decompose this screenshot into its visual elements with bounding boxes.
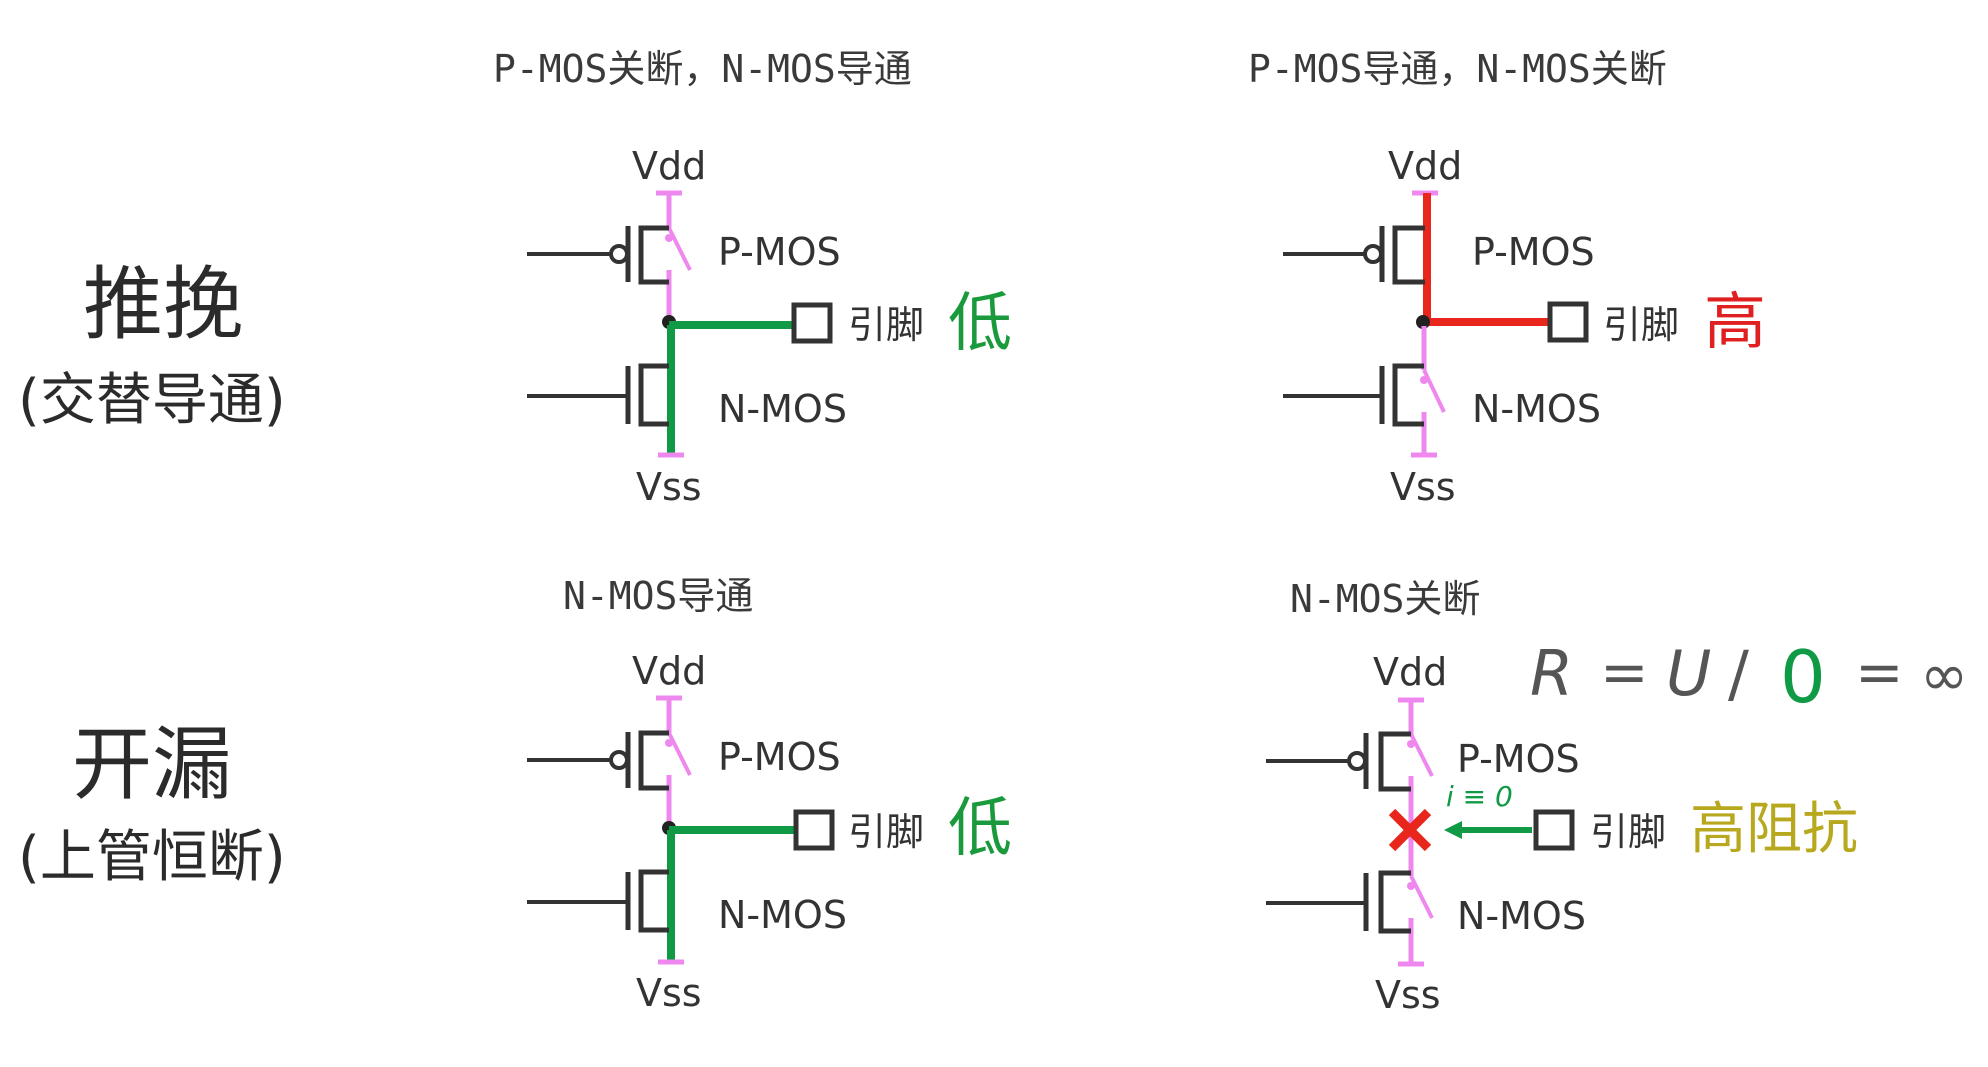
panel3-nmos-label: N-MOS (718, 893, 847, 937)
formula-inf: ∞ (1920, 641, 1968, 709)
panel2-vss-label: Vss (1390, 465, 1456, 509)
panel4-pmos-label: P-MOS (1457, 737, 1580, 781)
panel2-nmos-label: N-MOS (1472, 387, 1601, 431)
panel4-vdd-label: Vdd (1373, 650, 1447, 694)
panel1-caption: P-MOS关断，N-MOS导通 (493, 47, 912, 91)
panel1-circuit: Vdd P-MOS (527, 144, 1012, 509)
panel1-pmos-label: P-MOS (718, 230, 841, 274)
formula-r: R (1530, 637, 1573, 710)
panel2-pmos-label: P-MOS (1472, 230, 1595, 274)
panel4-break-icon (1388, 808, 1432, 852)
mode-title-opendrain: 开漏 (72, 718, 232, 811)
panel3-vss-label: Vss (636, 971, 702, 1015)
panel3-vdd-label: Vdd (632, 649, 706, 693)
panel2-caption: P-MOS导通，N-MOS关断 (1248, 47, 1667, 91)
panel1-vss-label: Vss (636, 465, 702, 509)
panel3-pin-label: 引脚 (848, 810, 924, 854)
panel4-nmos-label: N-MOS (1457, 894, 1586, 938)
mode-title-pushpull: 推挽 (83, 258, 243, 351)
formula-u: U (1666, 637, 1711, 710)
panel1-nmos-label: N-MOS (718, 387, 847, 431)
panel3-pmos-label: P-MOS (718, 735, 841, 779)
panel1-vdd-label: Vdd (632, 144, 706, 188)
formula-zero: 0 (1780, 635, 1826, 719)
panel2-state-label: 高 (1704, 285, 1766, 358)
panel3-caption: N-MOS导通 (563, 574, 754, 618)
panel4-circuit: Vdd P-MOS N-MOS Vss (1266, 650, 1858, 1017)
panel2-vdd-label: Vdd (1388, 144, 1462, 188)
formula-eq1: = (1600, 638, 1649, 706)
panel4-state-label: 高阻抗 (1690, 797, 1858, 862)
formula-slash: / (1728, 637, 1749, 710)
panel1-pin-label: 引脚 (848, 303, 924, 347)
formula: R = U / 0 = ∞ (1530, 635, 1968, 719)
panel4-vss-label: Vss (1375, 973, 1441, 1017)
formula-eq2: = (1855, 638, 1904, 706)
panel4-current-label: i ≡ 0 (1446, 780, 1513, 813)
panel4-caption: N-MOS关断 (1290, 577, 1481, 621)
mode-subtitle-opendrain: (上管恒断) (18, 825, 286, 890)
panel3-circuit: Vdd P-MOS N-MOS Vss (527, 649, 1012, 1015)
panel2-circuit: Vdd P-MOS (1283, 144, 1766, 509)
panel1-state-label: 低 (948, 287, 1012, 361)
mode-subtitle-pushpull: (交替导通) (18, 368, 286, 433)
panel4-pin-label: 引脚 (1590, 810, 1666, 854)
panel2-pin-label: 引脚 (1603, 303, 1679, 347)
panel3-state-label: 低 (948, 792, 1012, 866)
